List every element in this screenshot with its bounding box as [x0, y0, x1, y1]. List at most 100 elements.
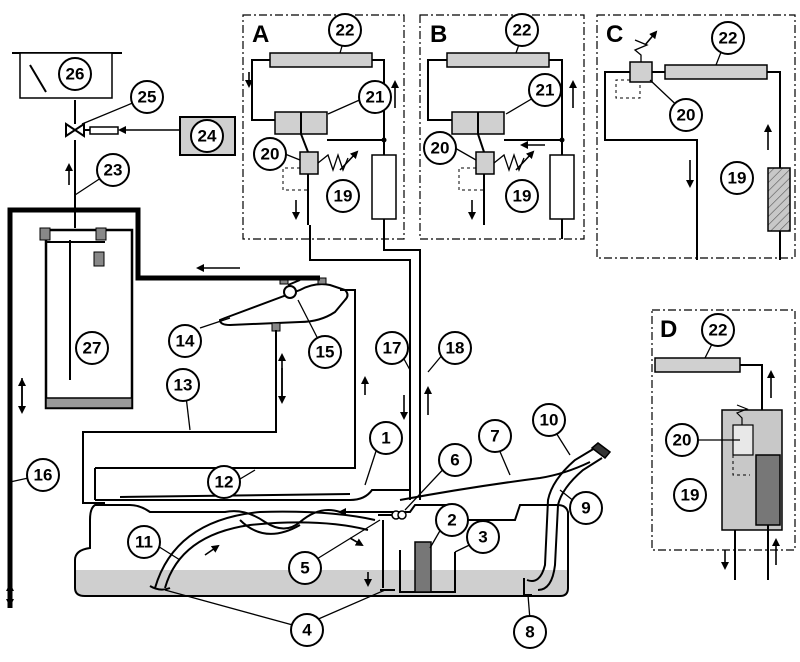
callout-22-d-label: 22: [709, 321, 728, 340]
callout-20-a-label: 20: [261, 145, 280, 164]
callout-12-label: 12: [215, 473, 234, 492]
callout-7-label: 7: [490, 427, 499, 446]
callout-19-a-label: 19: [334, 187, 353, 206]
panel-c-letter: C: [606, 21, 623, 48]
callout-19-c: 19: [720, 161, 754, 195]
fuel-tank: [74, 504, 569, 597]
callout-8: 8: [513, 615, 547, 649]
fuel-pump: [414, 541, 432, 593]
callout-26: 26: [58, 57, 92, 91]
callout-20-a: 20: [253, 137, 287, 171]
callout-17: 17: [375, 331, 409, 365]
callout-21-a-label: 21: [366, 88, 385, 107]
callout-7: 7: [478, 419, 512, 453]
callout-23: 23: [96, 153, 130, 187]
callout-3: 3: [466, 520, 500, 554]
callout-15-label: 15: [316, 343, 335, 362]
purge-line: [135, 215, 320, 281]
purge-valve-15: [283, 285, 297, 299]
panel-a: A: [242, 14, 405, 240]
filler-neck: [523, 442, 612, 596]
callout-18: 18: [438, 331, 472, 365]
callout-19-d-label: 19: [681, 486, 700, 505]
callout-20-c: 20: [669, 98, 703, 132]
callout-22-a: 22: [328, 13, 362, 47]
callout-22-a-label: 22: [336, 21, 355, 40]
callout-12: 12: [207, 465, 241, 499]
callout-4: 4: [290, 613, 324, 647]
callout-19-c-label: 19: [728, 169, 747, 188]
callout-16-label: 16: [34, 466, 53, 485]
callout-1: 1: [369, 421, 403, 455]
callout-21-b: 21: [528, 73, 562, 107]
callout-22-b: 22: [505, 13, 539, 47]
tank-outline: [74, 504, 569, 597]
callout-22-b-label: 22: [513, 21, 532, 40]
callout-21-a: 21: [358, 80, 392, 114]
filler-cap: [590, 442, 612, 460]
callout-25-label: 25: [138, 88, 157, 107]
callout-9: 9: [569, 491, 603, 525]
callout-4-label: 4: [302, 621, 312, 640]
callout-8-label: 8: [525, 623, 534, 642]
callout-11: 11: [127, 525, 161, 559]
callout-19-b: 19: [505, 179, 539, 213]
panel-d-letter: D: [660, 316, 677, 343]
tank-fuel-level: [75, 570, 567, 595]
callout-1-label: 1: [381, 429, 390, 448]
pump-module-bucket: [399, 541, 456, 593]
canister-to-engine-top: [287, 279, 301, 286]
supply-line-17: [309, 225, 411, 500]
callout-22-c: 22: [711, 21, 745, 55]
callout-15: 15: [308, 335, 342, 369]
callout-20-d: 20: [665, 423, 699, 457]
callout-19-d: 19: [673, 478, 707, 512]
charcoal-canister: [218, 277, 349, 332]
callout-19-b-label: 19: [513, 187, 532, 206]
callout-10-label: 10: [540, 411, 559, 430]
callout-20-c-label: 20: [677, 106, 696, 125]
callout-16: 16: [26, 458, 60, 492]
callout-20-b: 20: [423, 131, 457, 165]
callout-14-label: 14: [176, 332, 195, 351]
engine: [39, 227, 134, 410]
tank-hump: [239, 519, 301, 535]
panel-b-letter: B: [430, 21, 447, 48]
callout-13: 13: [166, 368, 200, 402]
callout-26-label: 26: [66, 65, 85, 84]
callout-2: 2: [435, 503, 469, 537]
callout-20-b-label: 20: [431, 139, 450, 158]
callout-5: 5: [288, 551, 322, 585]
callout-11-label: 11: [135, 533, 153, 552]
vent-line: [94, 289, 410, 501]
callout-14: 14: [168, 324, 202, 358]
callout-6: 6: [438, 443, 472, 477]
fuel-pressure-regulator: [65, 100, 180, 138]
callout-22-c-label: 22: [719, 29, 738, 48]
callout-24-label: 24: [198, 127, 217, 146]
panel-a-letter: A: [252, 21, 269, 48]
callout-17-label: 17: [383, 339, 402, 358]
callout-3-label: 3: [478, 528, 487, 547]
callout-22-d: 22: [701, 313, 735, 347]
tank-valves: [338, 508, 407, 591]
callout-9-label: 9: [581, 499, 590, 518]
canister-line: [82, 330, 277, 504]
callout-21-b-label: 21: [536, 81, 555, 100]
panel-b: B: [419, 14, 585, 240]
callout-10: 10: [532, 403, 566, 437]
callout-18-label: 18: [446, 339, 465, 358]
callout-24: 24: [190, 119, 224, 153]
panel-d: D: [651, 309, 796, 580]
callout-27: 27: [75, 331, 109, 365]
callout-23-label: 23: [104, 161, 123, 180]
callout-2-label: 2: [447, 511, 456, 530]
callout-25: 25: [130, 80, 164, 114]
callout-27-label: 27: [83, 339, 102, 358]
callout-6-label: 6: [450, 451, 459, 470]
callout-20-d-label: 20: [673, 431, 692, 450]
callout-19-a: 19: [326, 179, 360, 213]
vent-hose: [399, 461, 591, 501]
